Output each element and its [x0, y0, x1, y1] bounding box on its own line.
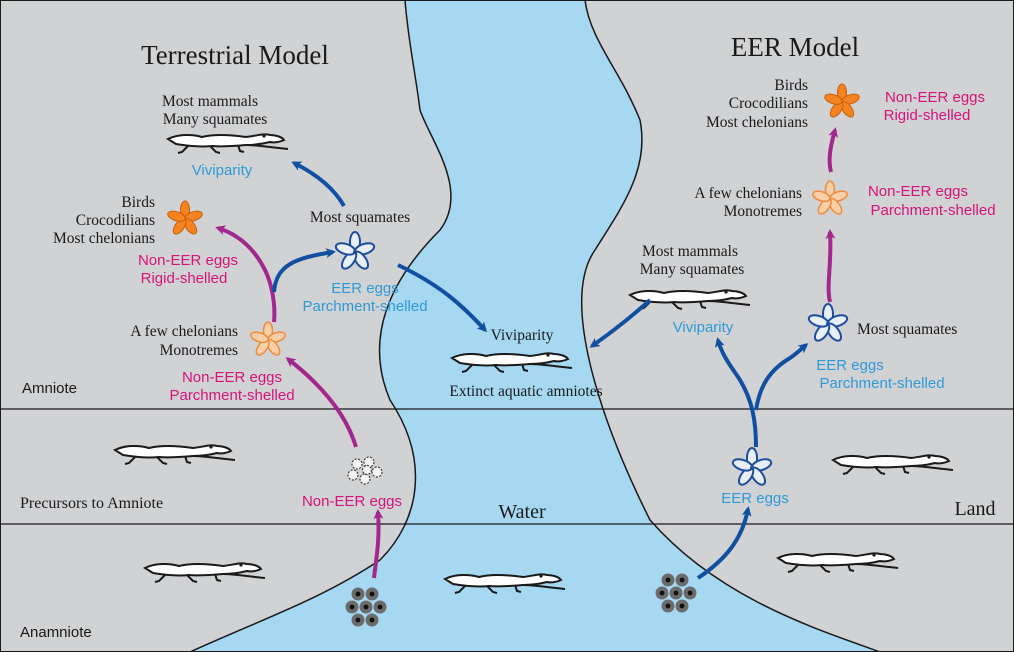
arrow-anamniote-to-non-eer: [372, 509, 384, 579]
left-rigid-egg1: Non-EER eggs: [138, 252, 238, 269]
eer-model-title: EER Model: [731, 32, 859, 62]
arrow-to-viviparity-left: [291, 161, 346, 208]
left-rigid-egg2: Rigid-shelled: [141, 270, 228, 287]
arrow-to-viviparity-right: [714, 337, 758, 448]
arrow-to-aquatic-left: [397, 263, 488, 333]
right-parch-line1: A few chelonians: [694, 185, 802, 202]
arrow-anamniote-to-eer: [696, 506, 752, 580]
arrow-to-rigid: [215, 225, 277, 323]
right-viviparity-label: Viviparity: [673, 319, 734, 336]
region-amniote-label: Amniote: [22, 380, 77, 397]
right-parch-egg2: Parchment-shelled: [870, 202, 995, 219]
arrow-to-aquatic-right: [589, 298, 652, 348]
non-eer-egg-cluster-icon: [347, 456, 383, 485]
arrow-to-squamates-right: [754, 343, 809, 411]
right-squamates-egg1: EER eggs: [816, 357, 884, 374]
left-precursor-eggs: Non-EER eggs: [302, 493, 402, 510]
region-anamniote-label: Anamniote: [20, 624, 92, 641]
left-parch-line2: Monotremes: [160, 342, 238, 359]
right-squamates-label: Most squamates: [857, 321, 957, 338]
left-vivi-line2: Many squamates: [163, 111, 268, 128]
center-extinct: Extinct aquatic amniotes: [449, 383, 602, 400]
arrow-to-rigid-right: [827, 127, 838, 173]
water-label: Water: [498, 501, 546, 523]
right-vivi-line1: Most mammals: [642, 243, 738, 260]
terrestrial-model-title: Terrestrial Model: [141, 40, 329, 70]
left-parch-egg1: Non-EER eggs: [182, 369, 282, 386]
right-parch-egg1: Non-EER eggs: [868, 183, 968, 200]
left-squamates-label: Most squamates: [310, 209, 410, 226]
left-rigid-line3: Most chelonians: [53, 230, 155, 247]
region-precursors-label: Precursors to Amniote: [20, 495, 163, 512]
right-squamates-egg2: Parchment-shelled: [819, 375, 944, 392]
arrow-to-parchment-right: [825, 229, 836, 303]
right-vivi-line2: Many squamates: [640, 261, 745, 278]
left-viviparity-label: Viviparity: [192, 162, 253, 179]
left-parch-egg2: Parchment-shelled: [169, 387, 294, 404]
left-squamates-egg1: EER eggs: [331, 280, 399, 297]
right-parch-line2: Monotremes: [724, 203, 802, 220]
left-squamates-egg2: Parchment-shelled: [302, 298, 427, 315]
right-precursor-eggs: EER eggs: [721, 490, 789, 507]
arrow-to-eer: [272, 248, 336, 293]
left-parch-line1: A few chelonians: [130, 323, 238, 340]
right-rigid-egg1: Non-EER eggs: [885, 89, 985, 106]
water-channel: [189, 0, 881, 652]
arrow-to-parchment: [285, 357, 358, 448]
left-rigid-line1: Birds: [121, 194, 155, 211]
land-label: Land: [954, 498, 995, 520]
right-rigid-line3: Most chelonians: [706, 114, 808, 131]
left-vivi-line1: Most mammals: [162, 93, 258, 110]
center-viviparity: Viviparity: [491, 327, 554, 344]
right-rigid-egg2: Rigid-shelled: [884, 107, 971, 124]
left-rigid-line2: Crocodilians: [76, 212, 155, 229]
right-rigid-line1: Birds: [774, 77, 808, 94]
right-rigid-line2: Crocodilians: [729, 95, 808, 112]
